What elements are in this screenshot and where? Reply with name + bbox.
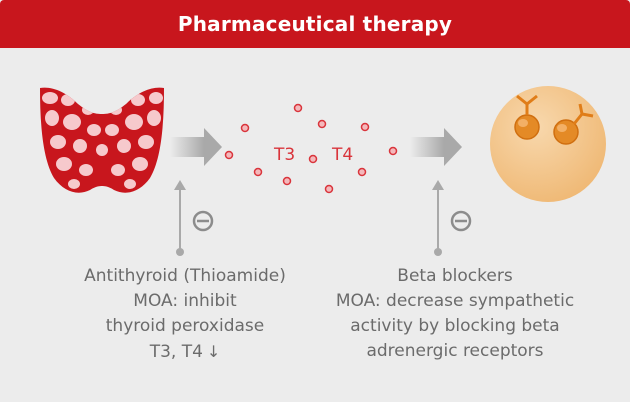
caption-line: Antithyroid (Thioamide) bbox=[84, 266, 286, 286]
t3-label: T3 bbox=[273, 145, 295, 165]
beta-receptor-icon bbox=[514, 94, 540, 140]
header-title: Pharmaceutical therapy bbox=[177, 12, 453, 36]
caption-line: Beta blockers bbox=[397, 266, 513, 286]
thyroid-gland-icon bbox=[40, 87, 164, 193]
caption-line: MOA: decrease sympathetic bbox=[335, 291, 575, 311]
caption-line: activity by blocking beta bbox=[350, 316, 560, 336]
beta-blocker-caption: Beta blockers MOA: decrease sympathetic … bbox=[300, 264, 610, 364]
arrow-down-icon: ↓ bbox=[206, 342, 221, 361]
target-cell-icon bbox=[490, 86, 606, 202]
arrow-right-icon bbox=[410, 128, 462, 166]
inhibition-arrow-right bbox=[432, 180, 472, 256]
caption-line: MOA: inhibit bbox=[133, 291, 237, 311]
caption-line: adrenergic receptors bbox=[366, 341, 544, 361]
arrow-right-icon bbox=[170, 128, 222, 166]
inhibit-symbol-icon bbox=[450, 210, 472, 232]
antithyroid-caption: Antithyroid (Thioamide) MOA: inhibit thy… bbox=[30, 264, 340, 365]
hormone-particles bbox=[224, 103, 398, 194]
caption-line: T3, T4↓ bbox=[30, 339, 340, 365]
t4-label: T4 bbox=[331, 145, 353, 165]
header-banner: Pharmaceutical therapy bbox=[0, 0, 630, 48]
caption-line: thyroid peroxidase bbox=[105, 316, 265, 336]
inhibit-symbol-icon bbox=[192, 210, 214, 232]
hormone-levels-text: T3, T4 bbox=[149, 342, 203, 362]
inhibition-arrow-left bbox=[174, 180, 214, 256]
beta-receptor-icon bbox=[553, 103, 594, 145]
